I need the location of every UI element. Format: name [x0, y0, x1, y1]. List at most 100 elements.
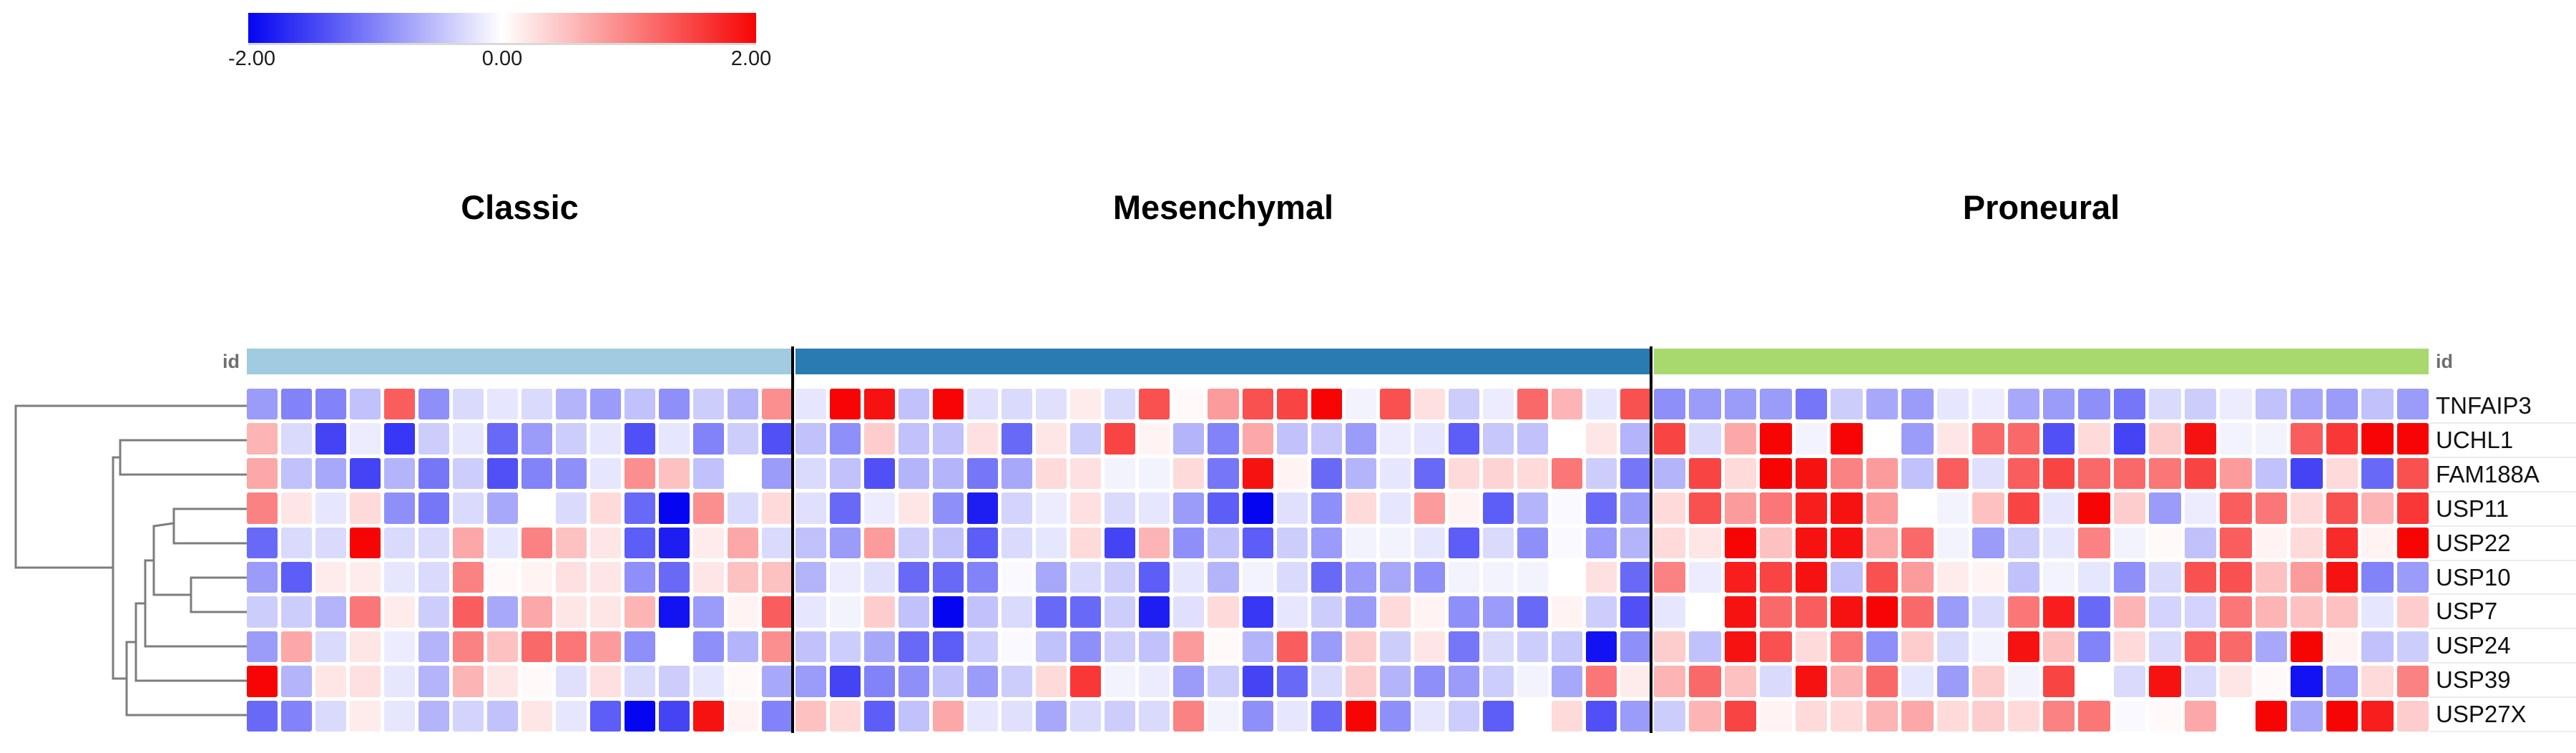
heatmap-cell [2361, 492, 2394, 524]
heatmap-cell [1551, 527, 1582, 558]
heatmap-cell [315, 562, 346, 593]
heatmap-cell [418, 700, 449, 732]
heatmap-cell [1689, 492, 1721, 524]
heatmap-cell [350, 423, 381, 455]
heatmap-cell [453, 666, 484, 697]
heatmap-cell [1036, 631, 1067, 663]
heatmap-cell [762, 596, 793, 628]
heatmap-cell [1724, 423, 1757, 455]
heatmap-cell [315, 492, 346, 524]
heatmap-cell [315, 700, 346, 732]
heatmap-cell [1585, 527, 1617, 558]
heatmap-cell [2291, 457, 2323, 490]
heatmap-cell [1936, 527, 1969, 558]
heatmap-cell [1173, 596, 1205, 628]
heatmap-cell [1585, 700, 1617, 732]
heatmap-cell [2396, 492, 2429, 524]
heatmap-cell [1208, 631, 1239, 663]
heatmap-cell [2220, 389, 2252, 420]
heatmap-cell [1105, 700, 1136, 732]
heatmap-cell [659, 631, 690, 663]
heatmap-cell [590, 389, 621, 420]
heatmap-cell [1173, 527, 1205, 558]
heatmap-cell [864, 631, 896, 663]
heatmap-cell [1276, 666, 1308, 697]
heatmap-cell [693, 457, 724, 490]
heatmap-cell [1585, 492, 1617, 524]
heatmap-cell [2255, 700, 2288, 732]
heatmap-cell [590, 631, 621, 663]
id-track-label-left: id [222, 351, 240, 372]
heatmap-cell [1972, 457, 2004, 490]
heatmap-cell [1517, 700, 1548, 732]
heatmap-cell [1070, 666, 1102, 697]
heatmap-cell [2113, 562, 2146, 593]
heatmap-cell [384, 596, 415, 628]
heatmap-cell [1760, 562, 1792, 593]
heatmap-cell [795, 389, 827, 420]
heatmap-cell [659, 423, 690, 455]
heatmap-cell [247, 631, 278, 663]
heatmap-cell [2078, 700, 2110, 732]
heatmap-cell [487, 492, 518, 524]
heatmap-cell [1208, 423, 1239, 455]
heatmap-cell [2007, 631, 2039, 663]
heatmap-cell [2255, 596, 2288, 628]
heatmap-cell [2291, 423, 2323, 455]
heatmap-cell [693, 423, 724, 455]
heatmap-cell [418, 666, 449, 697]
heatmap-cell [1311, 423, 1342, 455]
heatmap-cell [1831, 527, 1863, 558]
heatmap-cell [1795, 631, 1828, 663]
heatmap-cell [2042, 389, 2075, 420]
heatmap-cell [1760, 527, 1792, 558]
heatmap-cell [2113, 596, 2146, 628]
heatmap-cell [933, 631, 964, 663]
heatmap-cell [315, 631, 346, 663]
heatmap-cell [2291, 666, 2323, 697]
heatmap-cell [315, 457, 346, 490]
heatmap-cell [864, 666, 896, 697]
heatmap-cell [350, 700, 381, 732]
heatmap-cell [1760, 666, 1792, 697]
heatmap-cell [521, 666, 552, 697]
row-separator-line [2429, 559, 2576, 561]
heatmap-cell [1276, 423, 1308, 455]
heatmap-cell [693, 527, 724, 558]
heatmap-cell [1724, 666, 1757, 697]
heatmap-cell [864, 423, 896, 455]
heatmap-cell [281, 389, 312, 420]
heatmap-cell [1620, 457, 1651, 490]
heatmap-cell [1379, 492, 1411, 524]
heatmap-cell [1311, 389, 1342, 420]
heatmap-cell [1070, 527, 1102, 558]
heatmap-cell [1139, 527, 1170, 558]
heatmap-cell [2255, 666, 2288, 697]
heatmap-cell [1414, 492, 1445, 524]
dendrogram [14, 404, 248, 716]
heatmap-cell [762, 389, 793, 420]
heatmap-cell [2255, 423, 2288, 455]
heatmap-cell [1760, 631, 1792, 663]
heatmap-cell [659, 666, 690, 697]
heatmap-cell [1551, 596, 1582, 628]
heatmap-cell [898, 700, 930, 732]
heatmap-cell [350, 562, 381, 593]
heatmap-cell [1517, 596, 1548, 628]
heatmap-cell [2291, 631, 2323, 663]
heatmap-cell [1105, 423, 1136, 455]
heatmap-cell [487, 423, 518, 455]
heatmap-cell [830, 562, 861, 593]
heatmap-cell [2220, 700, 2252, 732]
heatmap-cell [556, 457, 587, 490]
heatmap-cell [1585, 631, 1617, 663]
heatmap-cell [795, 631, 827, 663]
heatmap-cell [2184, 457, 2217, 490]
heatmap-cell [384, 527, 415, 558]
heatmap-cell [281, 457, 312, 490]
heatmap-cell [864, 527, 896, 558]
heatmap-cell [2255, 631, 2288, 663]
heatmap-cell [1689, 596, 1721, 628]
heatmap-cell [247, 527, 278, 558]
